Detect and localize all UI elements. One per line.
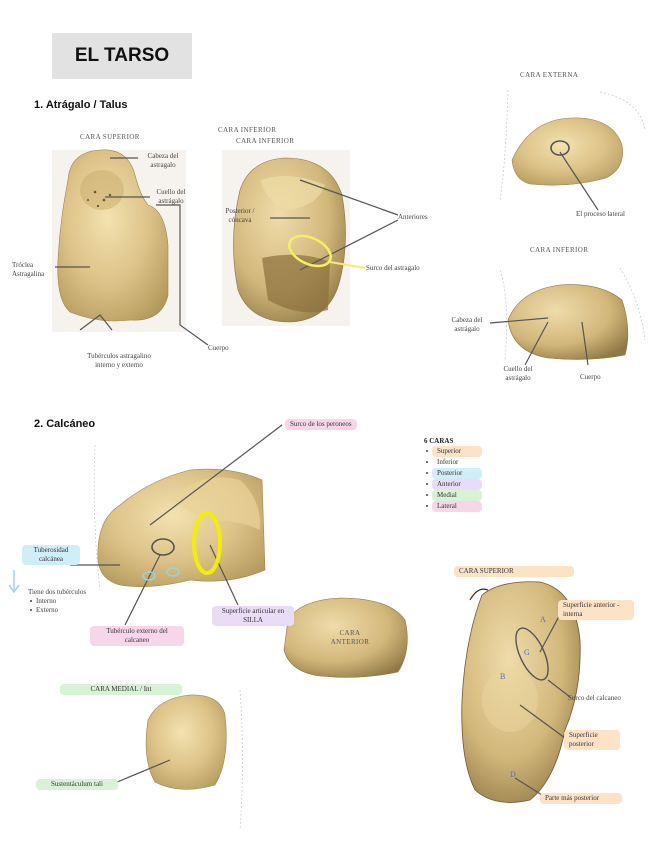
caption-cara-medial: CARA MEDIAL / Int bbox=[60, 684, 182, 695]
cara-item: Posterior bbox=[424, 467, 482, 479]
proceso-lateral-marker bbox=[550, 140, 570, 156]
label-surco-peroneos: Surco de los peroneos bbox=[285, 419, 357, 430]
label-superficie-anterior: Superficie anterior -interna bbox=[558, 600, 634, 620]
calcaneus-superior-image bbox=[461, 581, 581, 803]
label-tuberosidad: Tuberosidad calcánea bbox=[22, 545, 80, 565]
letter-a: A bbox=[540, 615, 546, 624]
leader-lines bbox=[55, 151, 599, 796]
talus-inferior-right-image bbox=[499, 267, 646, 361]
surco-astragalo-marker bbox=[288, 234, 332, 268]
tuberculo-externo-marker bbox=[151, 538, 175, 556]
caption-cara-inferior-right: CARA INFERIOR bbox=[530, 246, 589, 254]
tuberculo-interno-marker bbox=[142, 571, 156, 581]
caption-calcaneo-cara-superior: CARA SUPERIOR bbox=[454, 566, 574, 577]
cara-item: Inferior bbox=[424, 456, 482, 468]
label-superficie-articular: Superficie articular en SILLA bbox=[212, 606, 294, 626]
page-title: EL TARSO bbox=[74, 45, 170, 66]
label-anteriores: Anteriores bbox=[398, 213, 428, 221]
caption-cara-inferior-2: CARA INFERIOR bbox=[236, 137, 295, 145]
letter-g: G bbox=[524, 648, 530, 657]
label-sustentaculum: Sustentáculum tali bbox=[36, 779, 118, 790]
tuberculo-item: Externo bbox=[28, 606, 86, 615]
section2-heading: 2. Calcáneo bbox=[34, 418, 96, 430]
caption-cara-externa: CARA EXTERNA bbox=[520, 71, 579, 79]
label-surco-calcaneo: Surco del calcaneo bbox=[568, 694, 621, 702]
label-superficie-posterior: Superficie posterior bbox=[564, 730, 620, 750]
section1-heading: 1. Atrágalo / Talus bbox=[34, 99, 128, 111]
label-proceso-lateral: El proceso lateral bbox=[576, 210, 625, 218]
label-tuberculos: Tubérculos astragalino interno y externo bbox=[87, 352, 151, 369]
label-posterior-concava: Posterior / cóncava bbox=[225, 207, 255, 224]
talus-external-image bbox=[499, 89, 646, 201]
label-cuerpo-right: Cuerpo bbox=[580, 373, 601, 381]
label-tiene-tuberculos: Tiene dos tubérculos bbox=[28, 588, 87, 596]
tuberculo-externo-blue-marker bbox=[166, 567, 180, 577]
calcaneus-lateral-image bbox=[93, 444, 266, 591]
seis-caras-list: 6 CARAS Superior Inferior Posterior Ante… bbox=[424, 437, 482, 512]
label-surco-astragalo: Surco del astragalo bbox=[366, 264, 420, 272]
label-troclea: Tróclea Astragalina bbox=[12, 261, 45, 278]
cara-item: Lateral bbox=[424, 500, 482, 512]
arrow-down-icon bbox=[8, 570, 20, 594]
caption-cara-superior: CARA SUPERIOR bbox=[80, 133, 140, 141]
seis-caras-heading: 6 CARAS bbox=[424, 437, 454, 445]
calcaneus-anterior-image bbox=[283, 597, 408, 678]
talus-superior-image bbox=[52, 149, 186, 332]
tuberculo-item: Interno bbox=[28, 597, 86, 606]
cara-item: Superior bbox=[424, 445, 482, 457]
surco-astragalo-pointer bbox=[329, 261, 366, 269]
letter-b: B bbox=[500, 672, 506, 681]
label-cuerpo: Cuerpo bbox=[208, 344, 229, 352]
cara-item: Medial bbox=[424, 489, 482, 501]
calcaneus-medial-image bbox=[145, 689, 243, 831]
label-cabeza-astragalo: Cabeza del astragalo bbox=[147, 152, 179, 169]
label-cabeza-astragalo-right: Cabeza del astrágalo bbox=[451, 316, 483, 333]
caption-cara-inferior: CARA INFERIOR bbox=[218, 126, 277, 134]
caption-cara-anterior: CARA ANTERIOR bbox=[330, 629, 370, 646]
tubérculos-note: Tiene dos tubérculos Interno Externo bbox=[28, 588, 86, 615]
surco-calcaneo-marker bbox=[515, 627, 549, 681]
talus-inferior-image bbox=[222, 150, 350, 326]
label-tuberculo-externo: Tubérculo externo del calcaneo bbox=[90, 626, 184, 646]
letter-d: D bbox=[510, 770, 516, 779]
tuberculos-list: Interno Externo bbox=[28, 597, 86, 615]
label-cuello-astragalo-right: Cuello del astrágalo bbox=[503, 365, 533, 382]
cara-item: Anterior bbox=[424, 478, 482, 490]
label-parte-posterior: Parte más posterior bbox=[540, 793, 622, 804]
superficie-articular-marker bbox=[192, 511, 222, 575]
caras-items: Superior Inferior Posterior Anterior Med… bbox=[424, 445, 482, 512]
title-background bbox=[52, 33, 192, 79]
label-cuello-astragalo: Cuello del astrágalo bbox=[156, 188, 186, 205]
